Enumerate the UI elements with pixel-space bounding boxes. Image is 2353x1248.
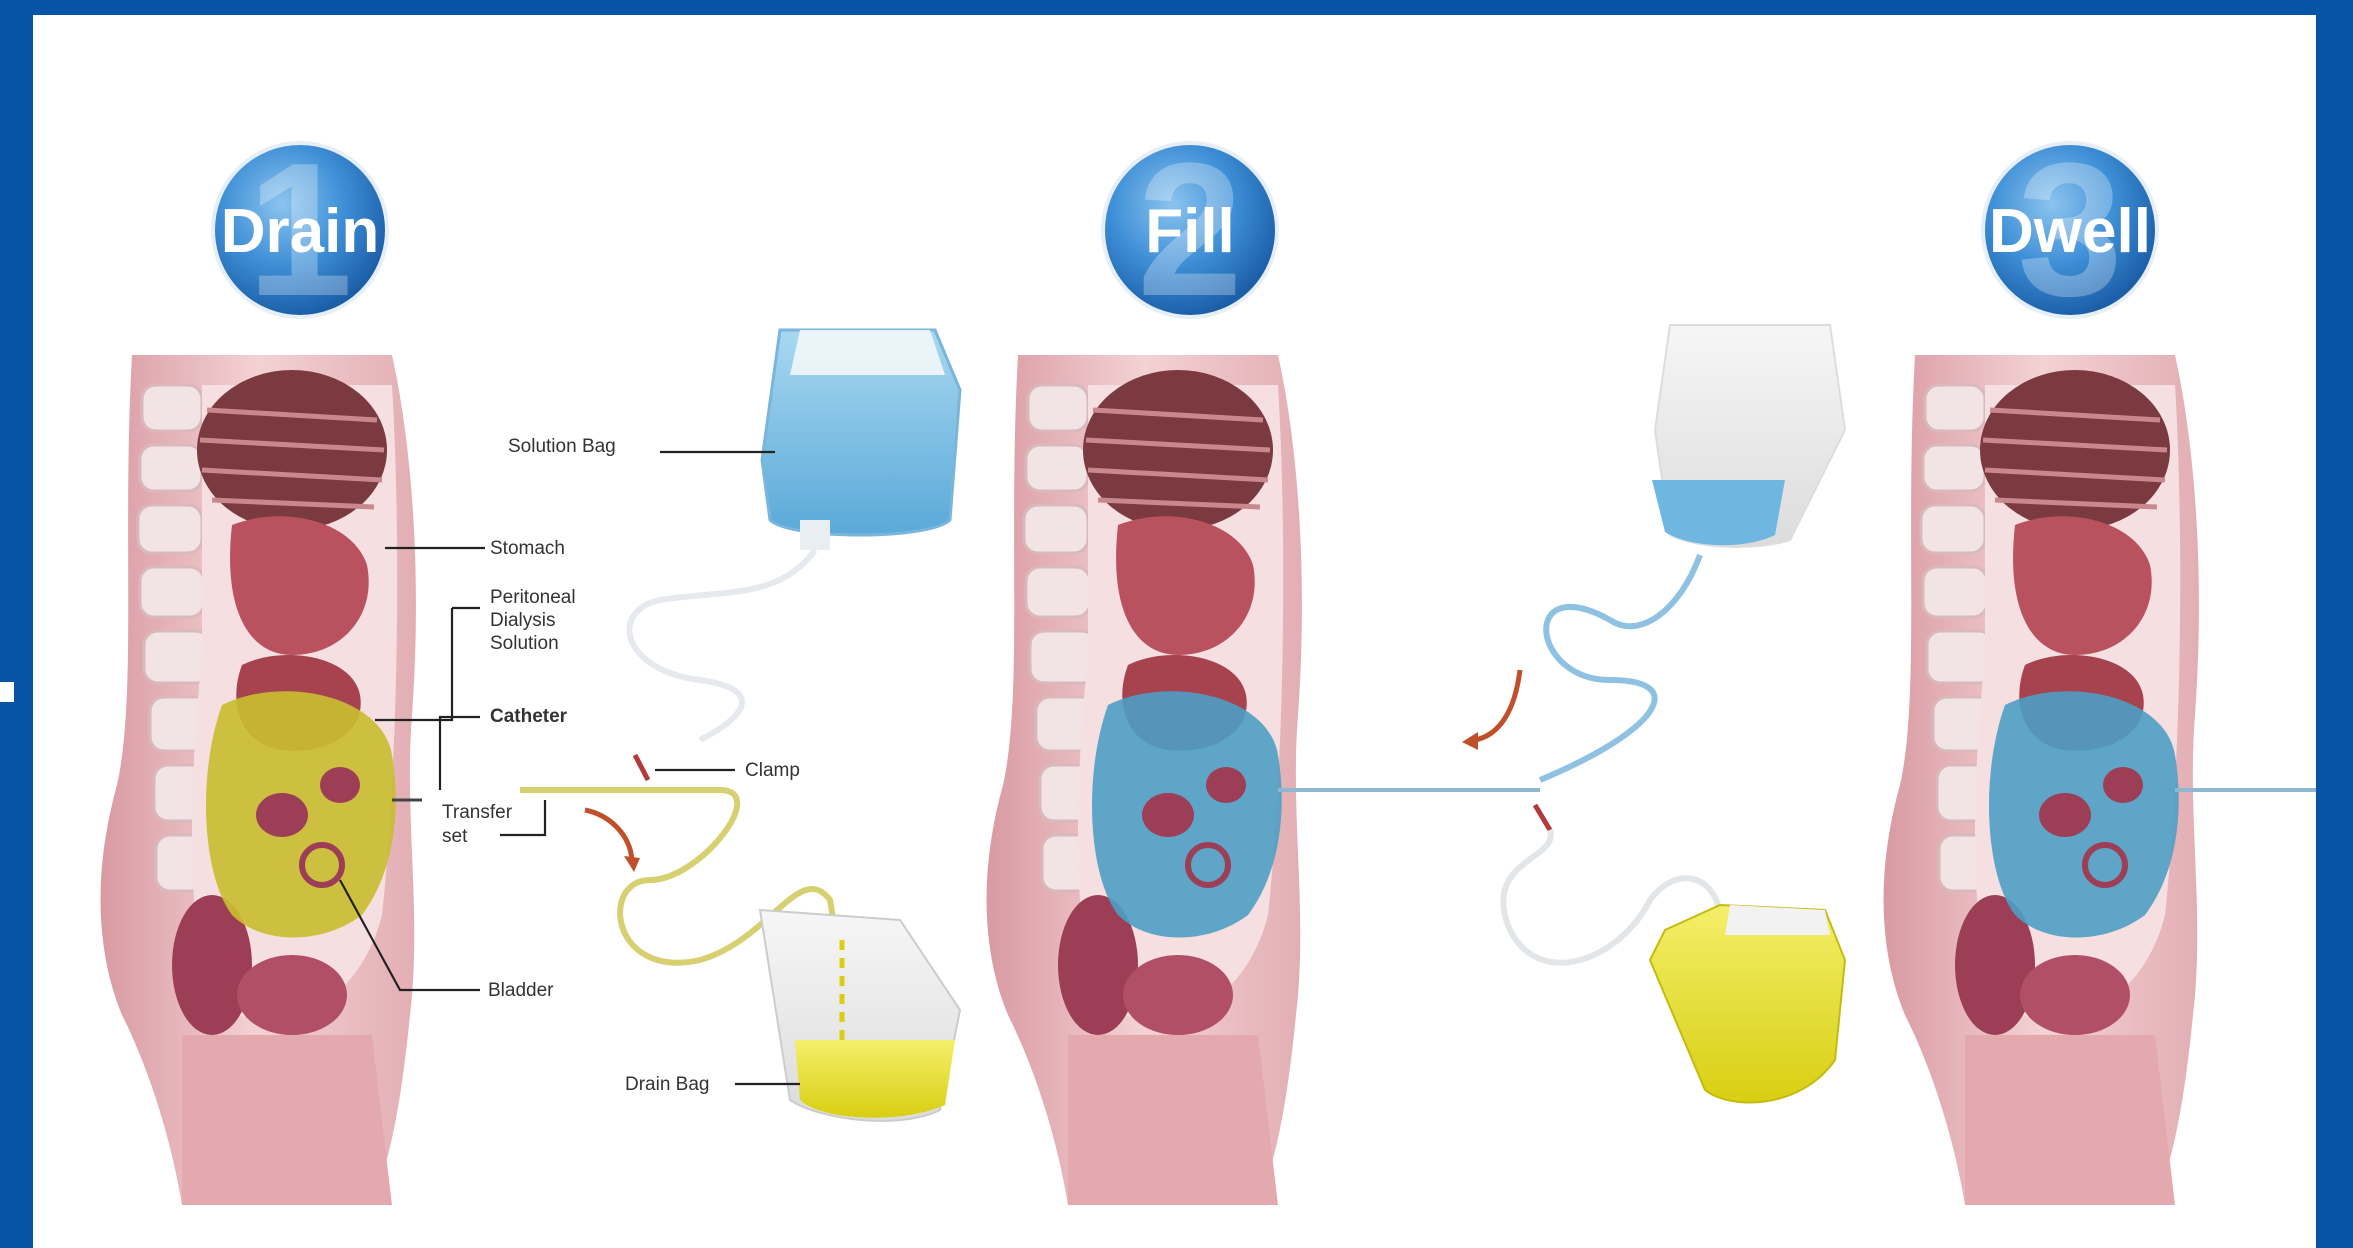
dwell-step-title: Dwell [1989, 197, 2151, 266]
label-solution-bag: Solution Bag [508, 436, 775, 457]
label-catheter: Catheter [440, 706, 568, 790]
svg-text:Solution: Solution [490, 633, 559, 654]
svg-text:Peritoneal: Peritoneal [490, 587, 576, 608]
drain-step-title: Drain [221, 197, 379, 266]
fill-step-title: Fill [1145, 197, 1235, 266]
svg-text:Dialysis: Dialysis [490, 610, 555, 631]
svg-text:Transfer: Transfer [442, 802, 513, 823]
dwell-step-badge: 3 Dwell [1983, 124, 2157, 336]
svg-text:set: set [442, 826, 468, 847]
solution-bag-panel2 [1652, 325, 1845, 547]
fill-torso [987, 355, 1302, 1205]
svg-text:Clamp: Clamp [745, 760, 800, 781]
dwell-torso [1884, 355, 2199, 1205]
drain-torso [101, 355, 422, 1205]
label-clamp: Clamp [655, 760, 800, 781]
fill-step-badge: 2 Fill [1103, 124, 1277, 336]
svg-text:Catheter: Catheter [490, 706, 568, 727]
label-transfer-set: Transfer set [442, 800, 545, 847]
drain-bag-panel2 [1650, 905, 1845, 1102]
svg-text:Drain Bag: Drain Bag [625, 1074, 710, 1095]
svg-text:Bladder: Bladder [488, 980, 554, 1001]
svg-text:Stomach: Stomach [490, 538, 565, 559]
drain-step-badge: 1 Drain [213, 124, 387, 336]
label-drain-bag: Drain Bag [625, 1074, 800, 1095]
solution-bag [762, 330, 960, 550]
drain-bag-panel1 [760, 910, 960, 1121]
svg-text:Solution Bag: Solution Bag [508, 436, 616, 457]
